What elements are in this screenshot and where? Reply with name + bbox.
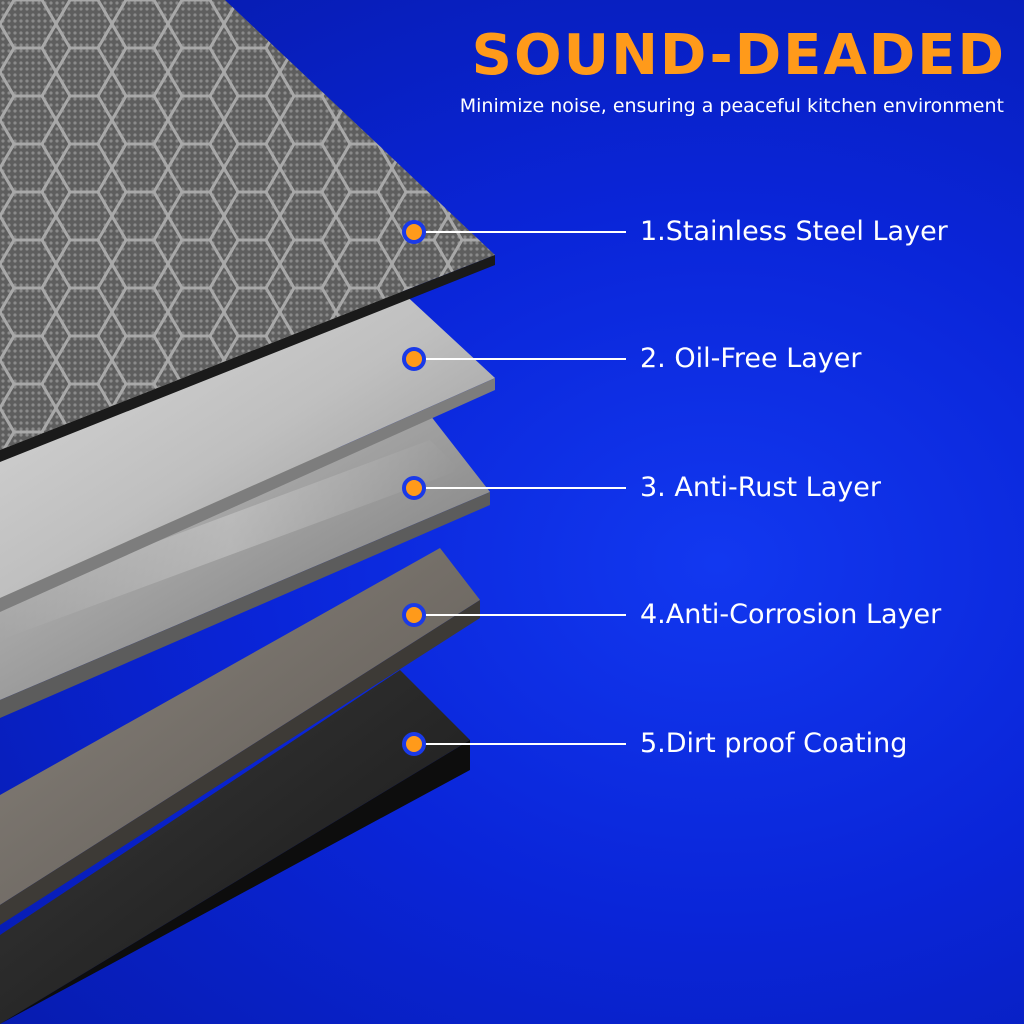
callout-dot-1 [402,220,426,244]
callout-4 [402,603,626,627]
layer-label-1: 1.Stainless Steel Layer [640,216,948,247]
callout-1 [402,220,626,244]
callout-dot-3 [402,476,426,500]
callout-3 [402,476,626,500]
callout-2 [402,347,626,371]
headline: SOUND-DEADED [471,23,1006,88]
callout-dot-5 [402,732,426,756]
layer-4-anti-corrosion-plate [0,548,480,925]
layer-2-oil-free-plate [0,290,495,612]
layer-label-4: 4.Anti-Corrosion Layer [640,599,942,630]
callout-dot-2 [402,347,426,371]
layer-label-2: 2. Oil-Free Layer [640,343,862,374]
callout-dot-4 [402,603,426,627]
layer-1-stainless-steel-plate [0,0,495,462]
layer-label-3: 3. Anti-Rust Layer [640,472,881,503]
layer-label-5: 5.Dirt proof Coating [640,728,908,759]
layer-3-anti-rust-plate [0,415,490,718]
callout-5 [402,732,626,756]
subheadline: Minimize noise, ensuring a peaceful kitc… [459,95,1004,117]
layer-5-dirt-proof-coating-plate [0,670,470,1024]
